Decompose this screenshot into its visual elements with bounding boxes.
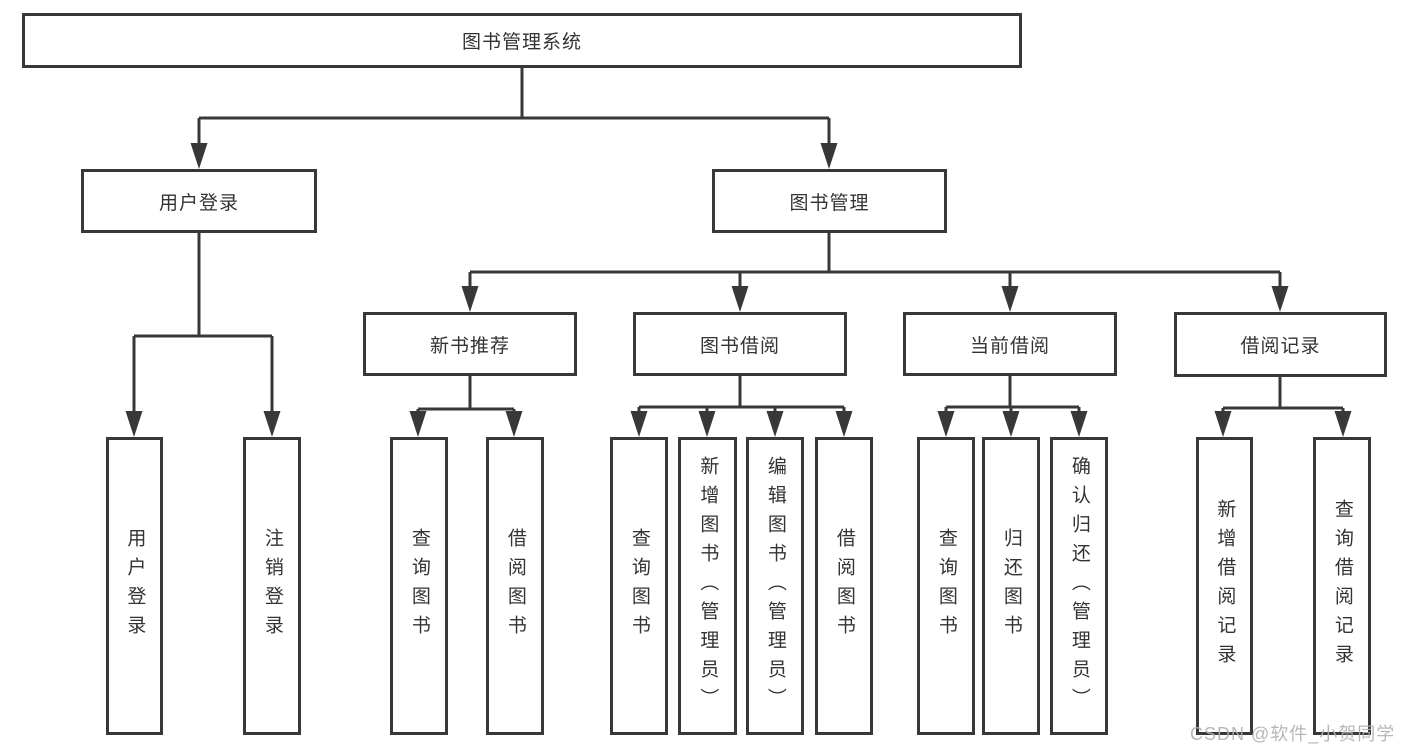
watermark: CSDN @软件_小贺同学 [1190, 724, 1396, 744]
leaf-current-query-books: 查询图书 [917, 437, 975, 735]
leaf-borrowing-borrow-books: 借阅图书 [815, 437, 873, 735]
leaf-query-borrow-record: 查询借阅记录 [1313, 437, 1371, 735]
leaf-return-books: 归还图书 [982, 437, 1040, 735]
leaf-recommend-borrow-books: 借阅图书 [486, 437, 544, 735]
node-current-borrowing: 当前借阅 [903, 312, 1117, 376]
node-user-login: 用户登录 [81, 169, 317, 233]
node-book-borrowing: 图书借阅 [633, 312, 847, 376]
leaf-borrowing-query-books: 查询图书 [610, 437, 668, 735]
leaf-add-borrow-record: 新增借阅记录 [1196, 437, 1253, 735]
leaf-add-book-admin: 新增图书（管理员） [678, 437, 737, 735]
leaf-confirm-return-admin: 确认归还（管理员） [1050, 437, 1108, 735]
node-new-book-recommend: 新书推荐 [363, 312, 577, 376]
node-root-system: 图书管理系统 [22, 13, 1022, 68]
leaf-recommend-query-books: 查询图书 [390, 437, 448, 735]
leaf-edit-book-admin: 编辑图书（管理员） [746, 437, 804, 735]
node-book-management: 图书管理 [712, 169, 947, 233]
leaf-logout: 注销登录 [243, 437, 301, 735]
leaf-user-login: 用户登录 [106, 437, 163, 735]
node-borrowing-records: 借阅记录 [1174, 312, 1387, 377]
